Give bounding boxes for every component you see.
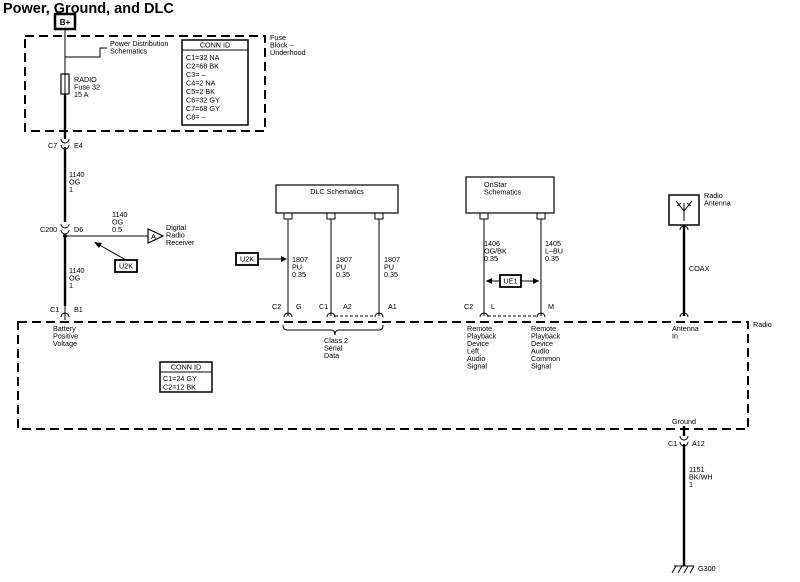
ue1-arrow-left	[486, 278, 492, 284]
fuse-conn-id-box	[181, 39, 249, 126]
option-u2k-dlc-arrow	[281, 256, 287, 262]
connector-c200-label: C200	[40, 225, 57, 234]
antenna-in-pin	[679, 312, 689, 318]
connector-c200-d6	[60, 223, 70, 235]
connector-c1-label: C1	[50, 305, 59, 314]
option-u2k-dlc-label: U2K	[240, 255, 254, 264]
onstar-schematics-box[interactable]	[465, 176, 555, 214]
dlc-pin-a2	[326, 312, 336, 318]
power-distribution-ref[interactable]: Power Distribution Schematics	[110, 39, 170, 56]
fuse-block-outline	[24, 35, 266, 132]
ground-g300-label: G300	[698, 564, 716, 573]
wire-1140-label-top: 1140 OG 1	[69, 170, 86, 194]
dlc-c1-label: C1	[319, 302, 328, 311]
radio-module-label: Radio	[753, 320, 772, 329]
option-ue1-label: UE1	[504, 277, 518, 286]
onstar-pin-m-label: M	[548, 302, 554, 311]
radio-fuse-label: RADIO Fuse 32 15 A	[74, 75, 102, 99]
ground-a12-label: A12	[692, 439, 705, 448]
coax-label: COAX	[689, 264, 710, 273]
dlc-c2-label: C2	[272, 302, 281, 311]
onstar-wire-1406-label: 1406 OG/BK 0.35	[484, 239, 509, 263]
dlc-schematics-label: DLC Schematics	[310, 187, 364, 196]
dlc-pin-a1-label: A1	[388, 302, 397, 311]
dlc-pin-g-label: G	[296, 302, 302, 311]
ground-symbol	[671, 565, 695, 574]
battery-positive-label: Battery Positive Voltage	[53, 324, 80, 348]
ue1-arrow-right	[533, 278, 539, 284]
dlc-wire-3-label: 1807 PU 0.35	[384, 255, 402, 279]
connector-d6-label: D6	[74, 225, 83, 234]
connector-c7-label: C7	[48, 141, 57, 150]
option-u2k-left-label: U2K	[119, 262, 133, 271]
dlc-pin-g	[283, 312, 293, 318]
antenna-in-label: Antenna In	[672, 324, 701, 341]
connector-b1-label: B1	[74, 305, 83, 314]
dlc-schematics-box[interactable]	[275, 184, 399, 214]
connector-e4-label: E4	[74, 141, 83, 150]
class2-bracket	[282, 324, 384, 336]
digital-radio-receiver-label[interactable]: Digital Radio Receiver	[166, 223, 195, 247]
onstar-wire-1405-label: 1405 L–BU 0.35	[545, 239, 565, 263]
dlc-wire-1-label: 1807 PU 0.35	[292, 255, 310, 279]
class2-serial-data-label: Class 2 Serial Data	[324, 336, 350, 360]
option-arrow-head	[94, 242, 102, 248]
radio-conn-id-box	[159, 361, 213, 393]
dlc-pin-a1	[374, 312, 384, 318]
option-ue1-box	[499, 274, 522, 288]
fuse-block-label: Fuse Block – Underhood	[270, 33, 306, 57]
ground-label: Ground	[672, 417, 696, 426]
radio-conn-id-title: CONN ID	[171, 363, 201, 372]
onstar-c2-label: C2	[464, 302, 473, 311]
wire-1140-label-bottom: 1140 OG 1	[69, 266, 86, 290]
antenna-icon	[675, 200, 693, 221]
fuse-conn-id-title: CONN ID	[200, 41, 230, 50]
remote-playback-left-label: Remote Playback Device Left Audio Signal	[467, 324, 498, 371]
onstar-pin-l-label: L	[491, 302, 495, 311]
battery-label: B+	[60, 18, 71, 27]
radio-module-outline	[17, 321, 749, 430]
onstar-pin-m	[536, 312, 546, 318]
radio-conn-id-rows: C1=24 GY C2=12 BK	[163, 374, 199, 392]
onstar-pin-l	[479, 312, 489, 318]
digital-radio-connector-letter: A	[151, 232, 156, 241]
fuse-conn-id-rows: C1=32 NA C2=68 BK C3= – C4=2 NA C5=2 BK …	[186, 53, 222, 122]
branch-wire-label: 1140 OG 0.5	[112, 210, 129, 234]
page-title: Power, Ground, and DLC	[3, 1, 174, 17]
radio-antenna-label: Radio Antenna	[704, 191, 731, 208]
dlc-pin-a2-label: A2	[343, 302, 352, 311]
ground-wire-label: 1151 BK/WH 1	[689, 465, 715, 489]
onstar-schematics-label: OnStar Schematics	[484, 180, 522, 197]
dlc-wire-2-label: 1807 PU 0.35	[336, 255, 354, 279]
option-u2k-left-box	[114, 259, 138, 273]
ground-c1-label: C1	[668, 439, 677, 448]
remote-playback-common-label: Remote Playback Device Audio Common Sign…	[531, 324, 562, 371]
digital-radio-connector	[147, 228, 165, 244]
